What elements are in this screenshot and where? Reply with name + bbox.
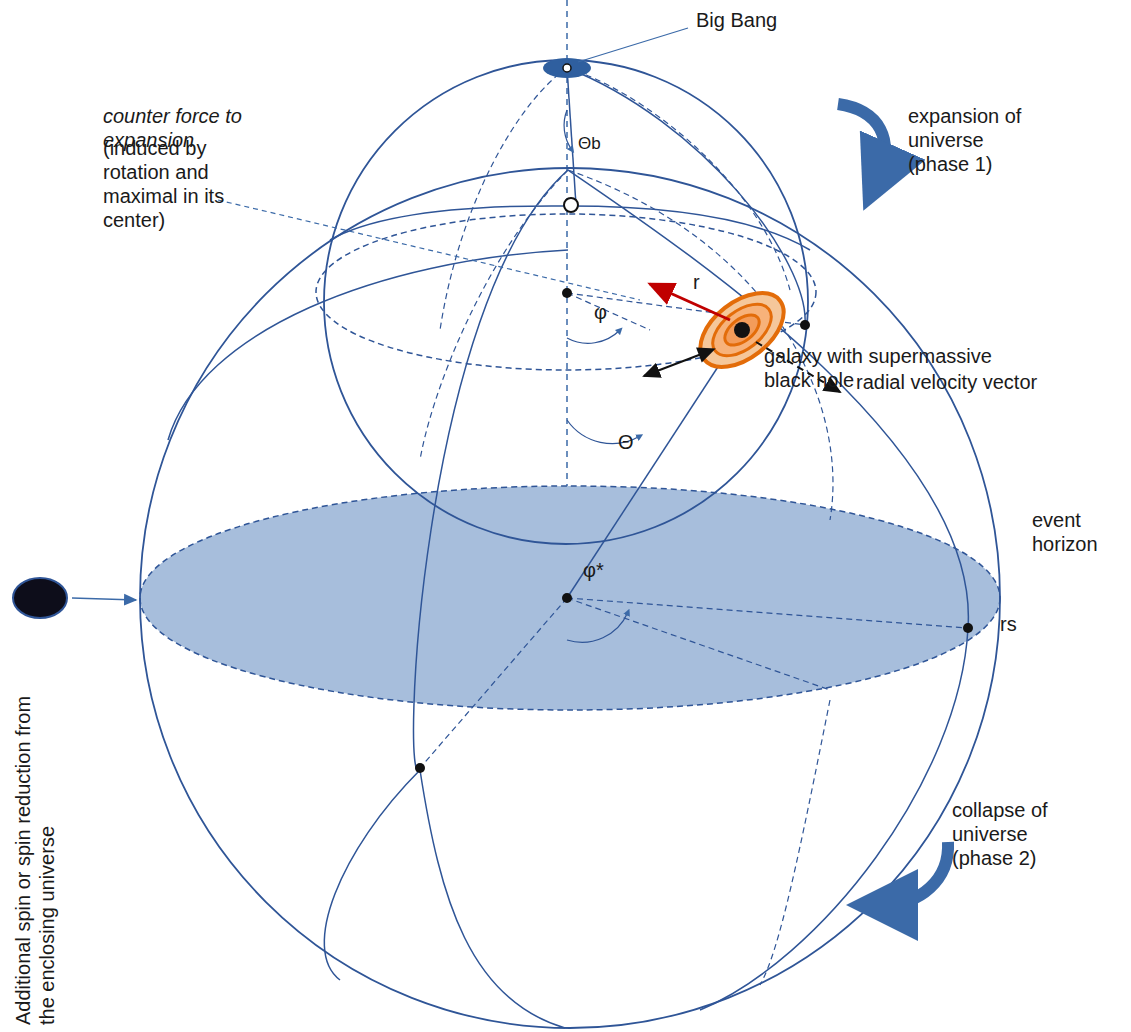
angle-label: Θb <box>578 132 618 156</box>
phase-label: collapse of universe (phase 2) <box>952 798 1072 870</box>
region-label: event horizon <box>1032 508 1122 556</box>
radius-label: rs <box>1000 612 1040 636</box>
rotated-note: Additional spin or spin reduction from t… <box>11 695 59 1025</box>
angle-label: φ* <box>583 558 623 582</box>
phase-label: expansion of universe (phase 1) <box>908 104 1038 176</box>
angle-label: Θ <box>618 430 642 454</box>
callout-note: (induced by rotation and maximal in its … <box>103 136 253 232</box>
angle-label: φ <box>594 300 614 324</box>
radius-label: r <box>693 270 713 294</box>
vector-label: radial velocity vector <box>856 370 1096 394</box>
title-label: Big Bang <box>696 8 836 32</box>
